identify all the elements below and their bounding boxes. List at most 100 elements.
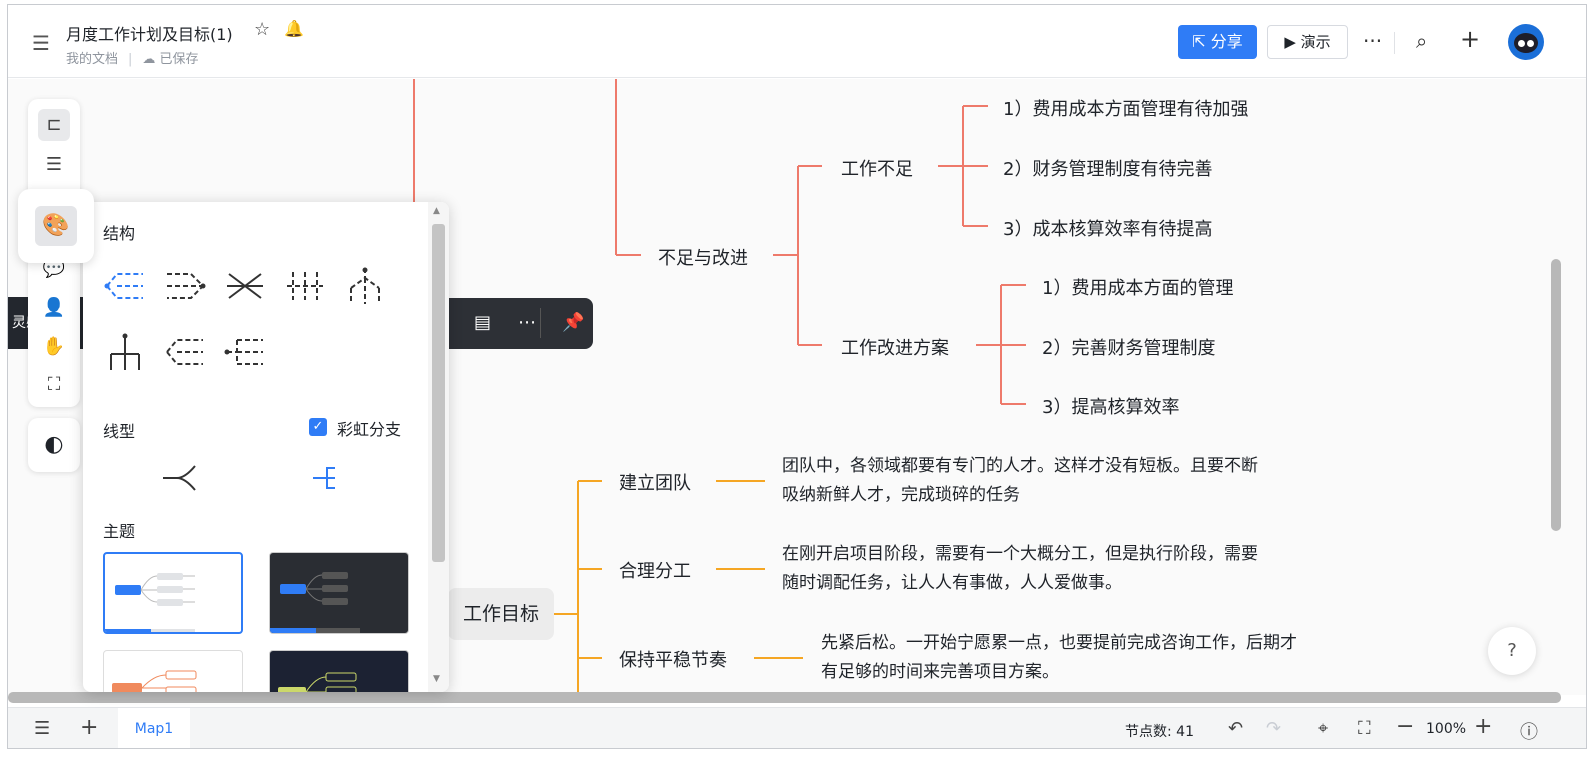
help-floating-icon[interactable]: ?	[1488, 627, 1536, 675]
node-division-of-labor[interactable]: 合理分工	[619, 561, 691, 582]
node-steady-pace-desc[interactable]: 先紧后松。一开始宁愿累一点，也要提前完成咨询工作，后期才 有足够的时间来完善项目…	[821, 629, 1297, 687]
node-division-desc[interactable]: 在刚开启项目阶段，需要有一个大概分工，但是执行阶段，需要 随时调配任务，让人人有…	[782, 540, 1258, 598]
line-curve-icon[interactable]	[159, 456, 203, 500]
scroll-up-icon[interactable]: ▲	[433, 206, 440, 216]
structure-left-icon[interactable]	[163, 330, 207, 374]
palette-icon: 🎨	[35, 206, 77, 246]
comment-icon[interactable]: 💬	[42, 258, 66, 279]
help-icon[interactable]: ⓘ	[1520, 722, 1538, 743]
theme-light-preview	[105, 573, 195, 632]
redo-icon[interactable]: ↷	[1266, 718, 1282, 739]
line-style-title: 线型	[103, 422, 136, 441]
app-window: ☰ 月度工作计划及目标(1) ☆ 🔔 我的文档|☁ 已保存 ⇱ 分享 ▶ 演示 …	[7, 4, 1587, 749]
search-icon[interactable]: ⌕	[1416, 29, 1428, 53]
top-bar: ☰ 月度工作计划及目标(1) ☆ 🔔 我的文档|☁ 已保存 ⇱ 分享 ▶ 演示 …	[8, 5, 1586, 78]
avatar-eye-right	[1527, 40, 1534, 47]
bottom-bar: ☰ + Map1 节点数: 41 ↶ ↷ ⌖ ⛶ − 100% + ⓘ	[8, 707, 1586, 748]
avatar[interactable]	[1508, 24, 1544, 60]
desc-line: 吸纳新鲜人才，完成琐碎的任务	[782, 485, 1020, 505]
style-button[interactable]: 🎨	[18, 189, 94, 263]
theme-navy-preview	[278, 672, 357, 692]
node-improvement-2[interactable]: 2）完善财务管理制度	[1042, 338, 1216, 359]
avatar-face	[1514, 33, 1538, 53]
node-count: 节点数: 41	[1125, 724, 1194, 740]
header-divider	[1394, 32, 1395, 54]
rainbow-branch-checkbox[interactable]: ✓	[309, 418, 327, 436]
structure-left-right-icon[interactable]	[103, 264, 147, 308]
theme-dark-preview	[270, 572, 360, 633]
structure-right-icon[interactable]	[163, 264, 207, 308]
cloud-check-icon: ☁	[142, 52, 156, 67]
node-shortcoming-3[interactable]: 3）成本核算效率有待提高	[1003, 219, 1213, 240]
plus-icon[interactable]: +	[1460, 25, 1481, 53]
structure-tree-down-icon[interactable]	[103, 330, 147, 374]
style-panel: 结构 线型 ✓ 彩虹分支	[83, 202, 449, 692]
zoom-in-icon[interactable]: +	[1474, 714, 1493, 739]
tab-map1[interactable]: Map1	[118, 708, 190, 748]
menu-collapse-icon[interactable]: ☰	[32, 31, 50, 55]
dark-mode-icon[interactable]: ◐	[28, 418, 80, 472]
outline-icon[interactable]: ☰	[45, 154, 63, 175]
rainbow-branch-label: 彩虹分支	[337, 420, 402, 439]
theme-warm-preview	[112, 670, 197, 692]
theme-light-card[interactable]	[103, 552, 243, 634]
star-icon[interactable]: ☆	[254, 19, 271, 40]
share-button[interactable]: ⇱ 分享	[1178, 25, 1257, 59]
theme-warm-card[interactable]	[103, 650, 243, 692]
note-icon[interactable]: ▤	[474, 312, 492, 333]
present-button[interactable]: ▶ 演示	[1267, 25, 1348, 59]
node-work-shortcomings[interactable]: 工作不足	[841, 159, 913, 180]
share-label: 分享	[1210, 32, 1243, 51]
node-improvement-1[interactable]: 1）费用成本方面的管理	[1042, 278, 1234, 299]
node-shortcoming-2[interactable]: 2）财务管理制度有待完善	[1003, 159, 1213, 180]
line-bracket-icon[interactable]	[309, 456, 353, 500]
present-label: 演示	[1300, 33, 1331, 51]
fit-view-icon[interactable]: ⛶	[1358, 718, 1371, 739]
more-icon[interactable]: ⋯	[518, 312, 536, 333]
breadcrumb: 我的文档|☁ 已保存	[66, 52, 199, 67]
structure-fishbone-icon[interactable]	[223, 264, 267, 308]
document-title[interactable]: 月度工作计划及目标(1)	[66, 25, 233, 44]
locate-icon[interactable]: ⌖	[1318, 718, 1329, 739]
desc-line: 随时调配任务，让人人有事做，人人爱做事。	[782, 573, 1122, 593]
structure-tree-right-icon[interactable]	[223, 330, 267, 374]
node-shortcoming-1[interactable]: 1）费用成本方面管理有待加强	[1003, 99, 1249, 120]
node-toolbar: ▤ ⋯ 📌	[438, 298, 593, 349]
desc-line: 团队中，各领域都要有专门的人才。这样才没有短板。且要不断	[782, 456, 1258, 476]
canvas-vertical-scrollbar[interactable]	[1551, 259, 1561, 531]
theme-title: 主题	[103, 522, 136, 541]
zoom-level[interactable]: 100%	[1426, 721, 1467, 737]
node-shortcomings-improvement[interactable]: 不足与改进	[658, 248, 748, 269]
structure-title: 结构	[103, 224, 136, 243]
node-improvement-3[interactable]: 3）提高核算效率	[1042, 397, 1180, 418]
theme-dark-card[interactable]	[269, 552, 409, 634]
node-build-team[interactable]: 建立团队	[619, 473, 691, 494]
node-work-goals[interactable]: 工作目标	[448, 588, 554, 640]
bell-icon[interactable]: 🔔	[284, 19, 304, 38]
node-steady-pace[interactable]: 保持平稳节奏	[619, 650, 727, 671]
more-icon[interactable]: ···	[1363, 29, 1383, 53]
toolbar-divider	[540, 308, 541, 338]
node-build-team-desc[interactable]: 团队中，各领域都要有专门的人才。这样才没有短板。且要不断 吸纳新鲜人才，完成琐碎…	[782, 452, 1258, 510]
add-sheet-icon[interactable]: +	[80, 715, 99, 740]
mindmap-structure-icon[interactable]: ⊏	[38, 109, 70, 141]
scroll-down-icon[interactable]: ▼	[433, 674, 440, 684]
hand-icon[interactable]: ✋	[42, 336, 66, 357]
play-icon: ▶	[1284, 33, 1301, 51]
list-icon[interactable]: ☰	[34, 718, 51, 739]
theme-navy-card[interactable]	[269, 650, 409, 692]
zoom-out-icon[interactable]: −	[1396, 714, 1415, 739]
panel-scrollbar-thumb[interactable]	[432, 224, 445, 562]
node-improvement-plan[interactable]: 工作改进方案	[841, 338, 949, 359]
avatar-eye-left	[1518, 40, 1525, 47]
save-status: 已保存	[159, 52, 199, 67]
structure-org-down-icon[interactable]	[343, 264, 387, 308]
pin-icon[interactable]: 📌	[562, 312, 585, 333]
user-assign-icon[interactable]: 👤	[42, 297, 66, 318]
fullscreen-icon[interactable]: ⛶	[47, 374, 61, 395]
breadcrumb-folder[interactable]: 我的文档	[66, 52, 119, 67]
undo-icon[interactable]: ↶	[1228, 718, 1244, 739]
desc-line: 先紧后松。一开始宁愿累一点，也要提前完成咨询工作，后期才	[821, 633, 1297, 653]
structure-timeline-icon[interactable]	[283, 264, 327, 308]
canvas-horizontal-scrollbar[interactable]	[8, 692, 1561, 703]
